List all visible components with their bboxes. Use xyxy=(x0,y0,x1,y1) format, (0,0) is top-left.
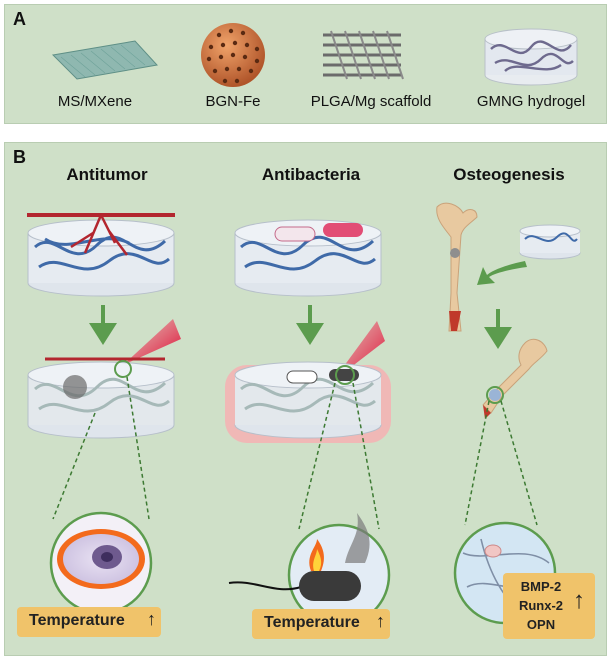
marker-runx2: Runx-2 xyxy=(518,598,564,613)
panel-b: B Antitumor Antibacteria Osteogenesis xyxy=(4,142,607,656)
antitumor-title: Antitumor xyxy=(66,165,148,184)
temperature-label-2: Temperature xyxy=(264,614,360,631)
panel-a-illustrations xyxy=(51,23,578,87)
antitumor-hydrogel-top xyxy=(27,213,175,297)
scaffold-label: PLGA/Mg scaffold xyxy=(310,93,432,110)
bgn-fe-sphere-icon xyxy=(201,23,265,87)
mxene-label: MS/MXene xyxy=(57,93,133,110)
panel-b-label: B xyxy=(13,147,26,167)
bgn-fe-label: BGN-Fe xyxy=(205,93,261,110)
up-arrow-icon: ↑ xyxy=(573,587,585,614)
arrow-down-3 xyxy=(484,309,512,349)
antibacteria-hydrogel-top xyxy=(234,219,382,297)
panel-a: A xyxy=(4,4,607,124)
hydrogel-small-icon xyxy=(519,224,581,260)
up-arrow-icon: ↑ xyxy=(147,609,156,629)
temperature-badge-1: Temperature ↑ xyxy=(17,607,161,637)
arrow-down-1 xyxy=(89,305,117,345)
temperature-badge-2: Temperature ↑ xyxy=(252,609,390,639)
panel-a-label: A xyxy=(13,9,26,29)
tumor-cell-heating-icon xyxy=(49,511,153,615)
arrow-down-2 xyxy=(296,305,324,345)
scaffold-icon xyxy=(323,30,404,80)
up-arrow-icon: ↑ xyxy=(376,611,385,631)
bone-healed-icon xyxy=(482,338,548,419)
temperature-label-1: Temperature xyxy=(29,612,125,629)
hydrogel-label: GMNG hydrogel xyxy=(476,93,586,110)
marker-opn: OPN xyxy=(526,617,556,632)
antibacteria-hydrogel-bottom xyxy=(225,361,391,443)
antibacteria-title: Antibacteria xyxy=(261,165,361,184)
markers-badge: BMP-2 Runx-2 OPN ↑ xyxy=(503,573,595,639)
laser-beam-1 xyxy=(123,319,181,365)
arrow-curve xyxy=(477,261,527,285)
bone-top-icon xyxy=(436,202,478,332)
osteogenesis-title: Osteogenesis xyxy=(453,165,565,184)
panel-b-illustrations xyxy=(27,202,581,627)
hydrogel-icon xyxy=(484,28,578,86)
mxene-sheet-icon xyxy=(51,40,158,80)
marker-bmp2: BMP-2 xyxy=(520,579,562,594)
antitumor-hydrogel-bottom xyxy=(27,357,175,439)
